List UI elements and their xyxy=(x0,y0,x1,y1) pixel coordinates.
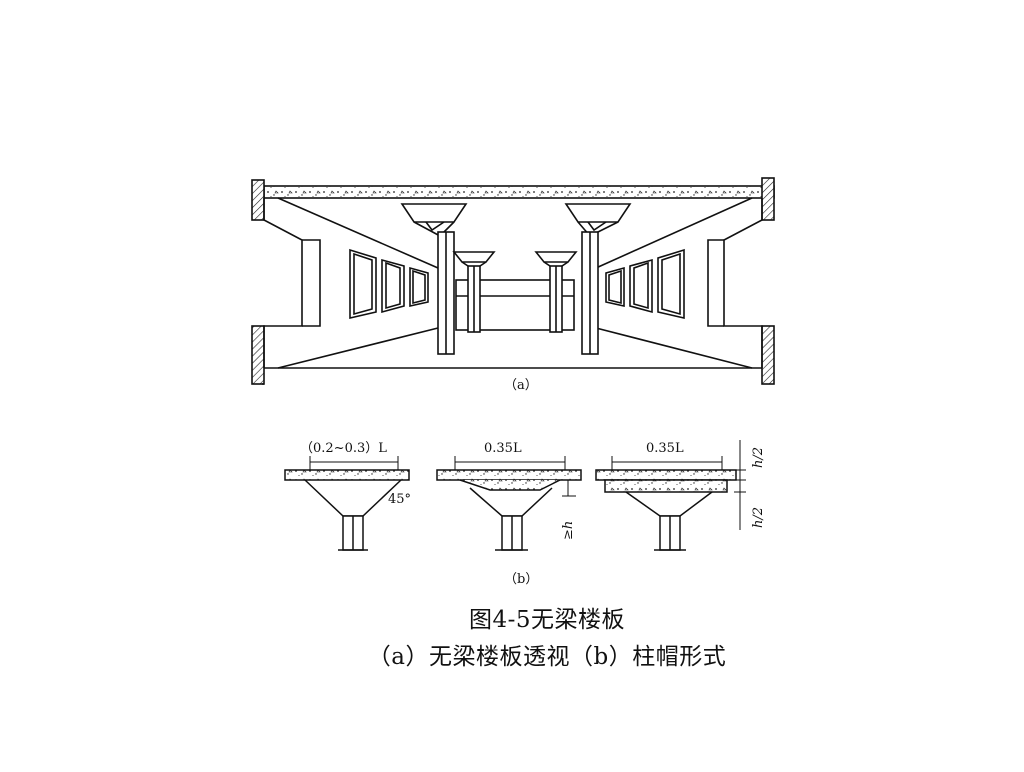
cap1-dim-line xyxy=(309,456,399,470)
cap3-bottom-label: h/2 xyxy=(751,507,766,528)
right-wall-hatch xyxy=(761,177,775,221)
perspective-view xyxy=(251,177,775,385)
cap-type-3 xyxy=(595,440,746,551)
left-wall-hatch-lower xyxy=(251,325,265,385)
cap2-width-label: 0.35L xyxy=(484,441,522,456)
cap2-depth-label: ≥h xyxy=(561,521,576,540)
back-wall xyxy=(455,279,575,331)
back-column-left xyxy=(452,251,496,333)
right-wall xyxy=(723,198,763,368)
left-windows xyxy=(349,248,429,320)
cap3-dim-line xyxy=(611,456,723,470)
right-windows xyxy=(605,248,685,320)
right-wall-hatch-lower xyxy=(761,325,775,385)
left-wall-hatch xyxy=(251,179,265,221)
cap3-width-label: 0.35L xyxy=(646,441,684,456)
front-column-right xyxy=(564,203,632,355)
cap3-top-label: h/2 xyxy=(751,447,766,468)
back-column-right xyxy=(534,251,578,333)
left-wall xyxy=(263,198,303,368)
cap2-dim-line xyxy=(454,456,566,470)
figure-title: 图4-5无梁楼板 xyxy=(468,607,626,633)
figure-subtitle: （a）无梁楼板透视（b）柱帽形式 xyxy=(367,644,727,670)
sub-a-label: （a） xyxy=(504,378,538,393)
cap-type-2 xyxy=(436,456,582,551)
slab xyxy=(263,185,775,199)
cap1-width-label: （0.2~0.3）L xyxy=(300,441,387,456)
cap1-angle-label: 45° xyxy=(388,492,411,507)
cap3-side-dims xyxy=(734,440,746,530)
cap-type-1 xyxy=(284,456,410,551)
front-column-left xyxy=(400,203,468,355)
cap2-depth-line xyxy=(562,479,576,497)
sub-b-label: （b） xyxy=(504,572,538,587)
